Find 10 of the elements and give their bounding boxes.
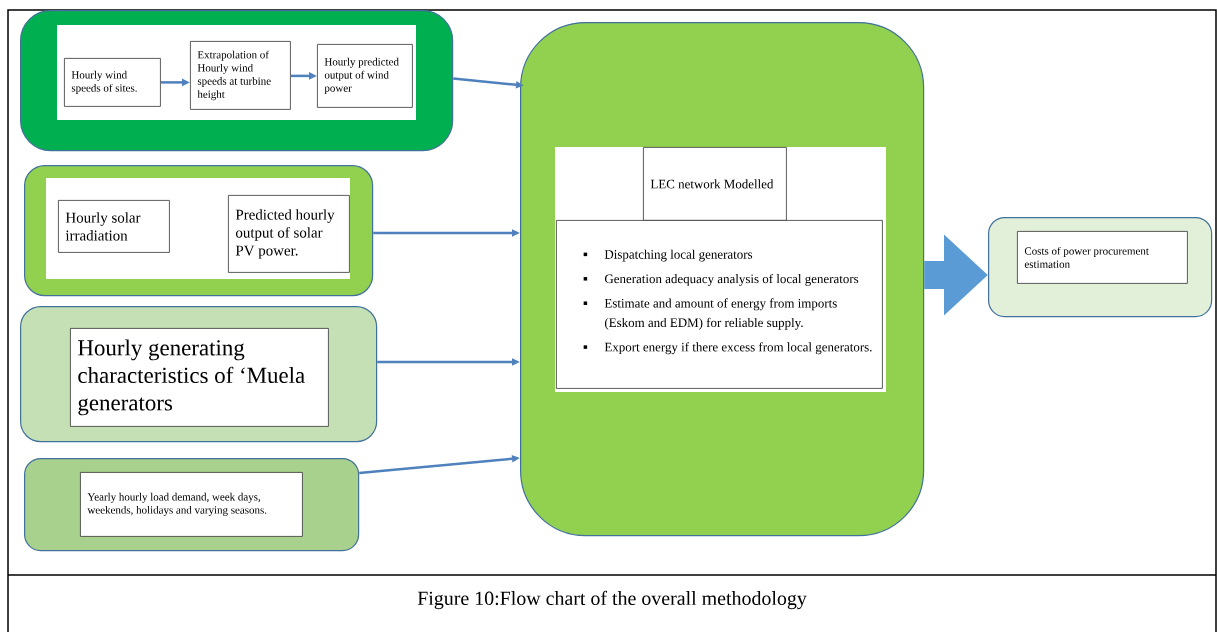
process-box: Predicted hourly output of solar PV power. <box>228 195 350 273</box>
process-box: Costs of power procurement estimation <box>1017 231 1188 284</box>
process-box: LEC network Modelled <box>643 147 787 221</box>
process-box: Hourly wind speeds of sites. <box>64 58 161 107</box>
figure-caption: Figure 10:Flow chart of the overall methodology <box>417 590 807 610</box>
process-box: Hourly solar irradiation <box>58 200 170 253</box>
process-box: Extrapolation of Hourly wind speeds at turbine height <box>190 41 291 110</box>
process-box: Hourly generating characteristics of ‘Muela generators <box>70 328 329 427</box>
process-box: Yearly hourly load demand, week days, weekends, holidays and varying seasons. <box>80 472 303 537</box>
process-box: Hourly predicted output of wind power <box>317 44 413 108</box>
